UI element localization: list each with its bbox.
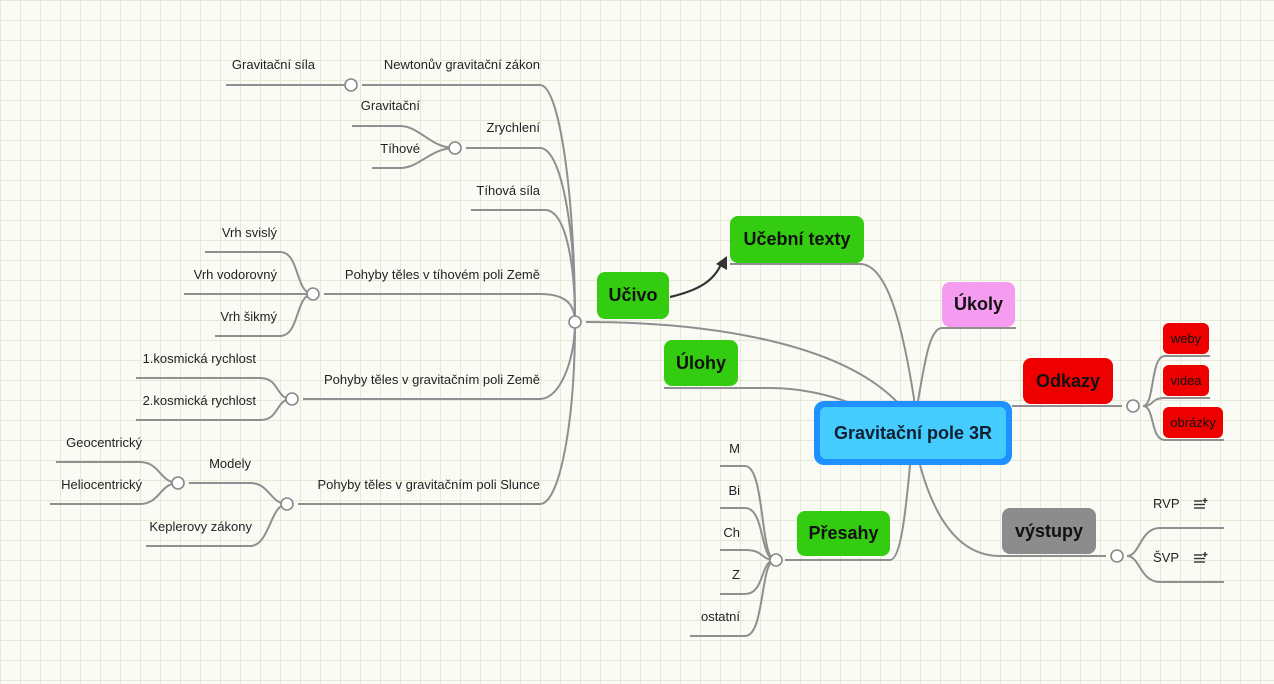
notes-icon[interactable]	[1194, 498, 1208, 510]
odkaz-obrazky[interactable]: obrázky	[1163, 407, 1223, 438]
node-heliocentricky[interactable]: Heliocentrický	[61, 477, 142, 492]
vystup-svp[interactable]: ŠVP	[1153, 550, 1180, 565]
node-modely[interactable]: Modely	[209, 456, 251, 471]
central-topic-label: Gravitační pole 3R	[820, 407, 1006, 459]
topic-ucebni-texty[interactable]: Učební texty	[730, 216, 864, 263]
node-geocentricky[interactable]: Geocentrický	[66, 435, 142, 450]
presah-ostatni[interactable]: ostatní	[700, 609, 740, 624]
node-vrh-sikmy[interactable]: Vrh šikmý	[220, 309, 277, 324]
vystup-rvp[interactable]: RVP	[1153, 496, 1180, 511]
presah-z[interactable]: Z	[732, 567, 740, 582]
node-kosm1[interactable]: 1.kosmická rychlost	[142, 351, 256, 366]
node-tihova-sila[interactable]: Tíhová síla	[476, 183, 540, 198]
topic-vystupy[interactable]: výstupy	[1002, 508, 1096, 554]
node-grav-sila[interactable]: Gravitační síla	[231, 57, 315, 72]
node-vrh-svisly[interactable]: Vrh svislý	[221, 225, 277, 240]
topic-ucivo[interactable]: Učivo	[597, 272, 669, 319]
node-gravitacni[interactable]: Gravitační	[360, 98, 420, 113]
node-newton[interactable]: Newtonův gravitační zákon	[383, 57, 540, 72]
presah-m[interactable]: M	[729, 441, 740, 456]
topic-ukoly[interactable]: Úkoly	[942, 282, 1015, 327]
node-tihove[interactable]: Tíhové	[380, 141, 420, 156]
central-topic[interactable]: Gravitační pole 3R	[814, 401, 1012, 465]
topic-odkazy[interactable]: Odkazy	[1023, 358, 1113, 404]
topic-ulohy[interactable]: Úlohy	[664, 340, 738, 386]
node-zrychleni[interactable]: Zrychlení	[486, 120, 540, 135]
topic-presahy[interactable]: Přesahy	[797, 511, 890, 556]
node-kosm2[interactable]: 2.kosmická rychlost	[142, 393, 256, 408]
node-pohyby-tihove[interactable]: Pohyby těles v tíhovém poli Země	[344, 267, 540, 282]
presah-bi[interactable]: Bi	[728, 483, 740, 498]
odkaz-videa[interactable]: videa	[1163, 365, 1209, 396]
node-kepler[interactable]: Keplerovy zákony	[149, 519, 252, 534]
node-vrh-vodorovny[interactable]: Vrh vodorovný	[193, 267, 277, 282]
node-pohyby-slunce[interactable]: Pohyby těles v gravitačním poli Slunce	[317, 477, 540, 492]
node-pohyby-grav-zeme[interactable]: Pohyby těles v gravitačním poli Země	[323, 372, 540, 387]
presah-ch[interactable]: Ch	[723, 525, 740, 540]
odkaz-weby[interactable]: weby	[1163, 323, 1209, 354]
notes-icon[interactable]	[1194, 552, 1208, 564]
